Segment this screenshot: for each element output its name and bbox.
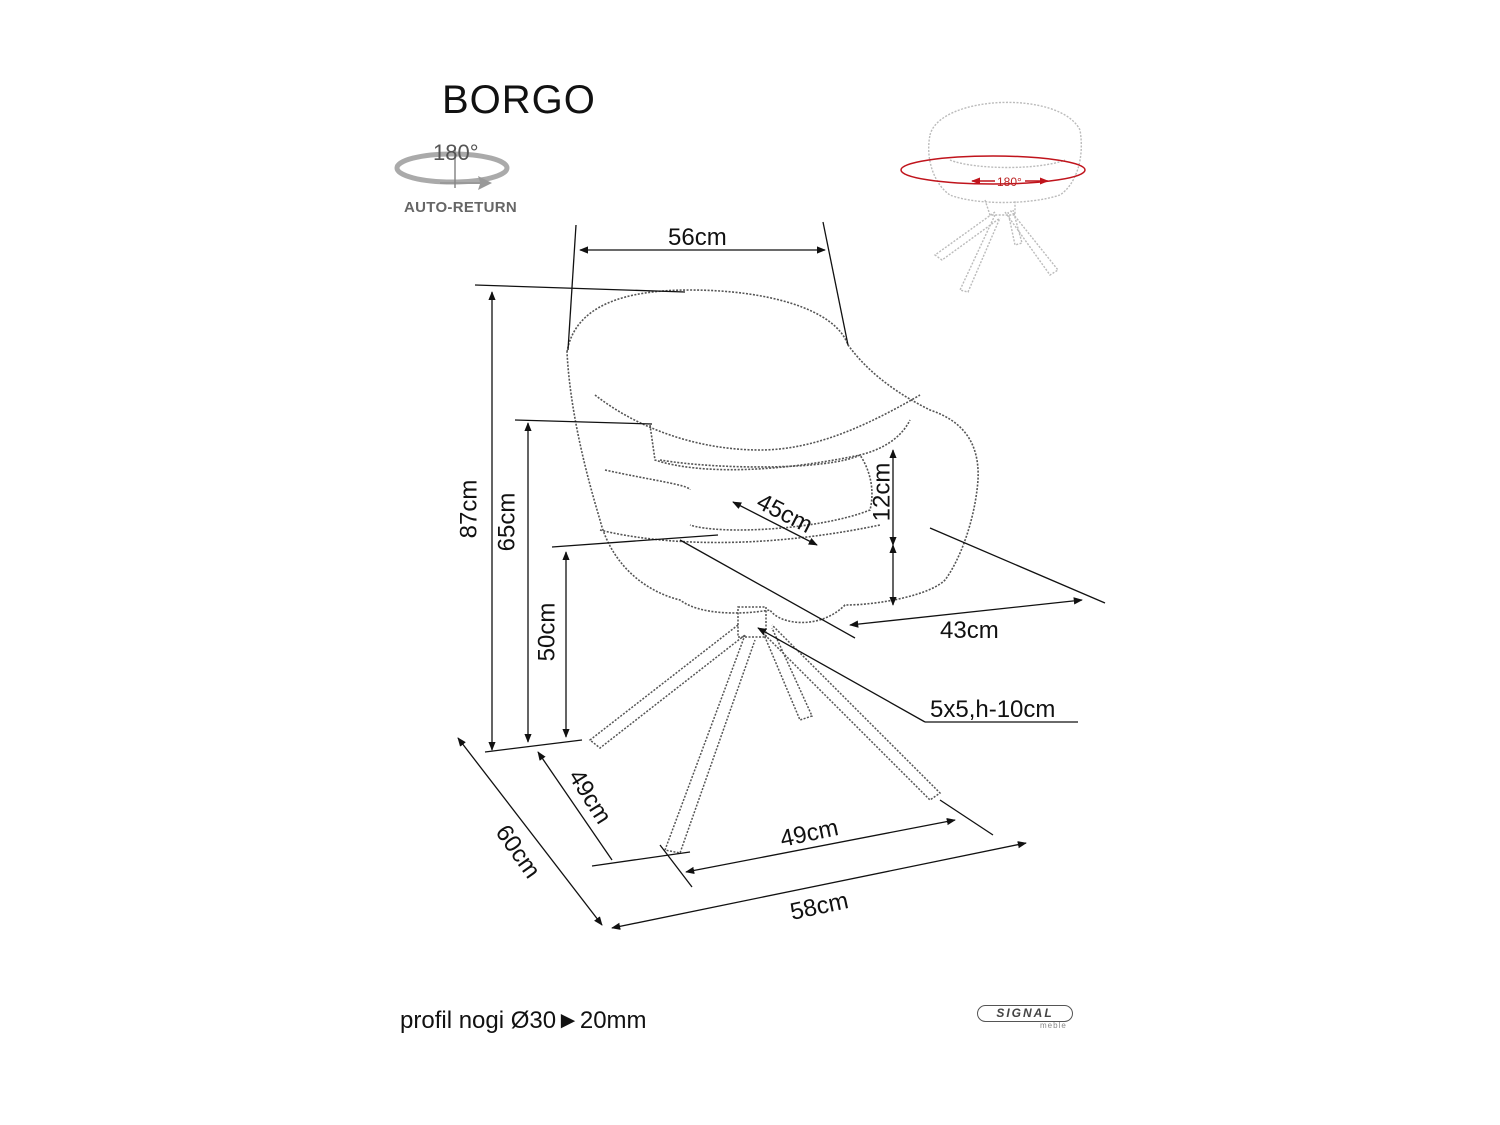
dim-seat-height: 50cm	[533, 602, 561, 662]
product-title: BORGO	[442, 78, 596, 122]
chair-legs	[588, 606, 942, 854]
preview-chair	[928, 101, 1082, 293]
auto-return-label: AUTO-RETURN	[404, 199, 518, 216]
dim-armrest-gap: 12cm	[868, 462, 896, 522]
brand-name: SIGNAL	[996, 1006, 1054, 1020]
preview-rotation-degrees: 180°	[997, 175, 1022, 189]
dim-base-plate: 5x5,h-10cm	[930, 696, 1056, 723]
dimension-lines	[457, 221, 1106, 930]
dim-total-height: 87cm	[455, 479, 483, 539]
rotation-icon	[394, 150, 510, 190]
leg-profile-note: profil nogi Ø30►20mm	[400, 1007, 647, 1034]
rotation-degrees: 180°	[433, 140, 479, 165]
dim-top-width: 56cm	[668, 224, 727, 251]
brand-logo: SIGNAL	[977, 1005, 1073, 1022]
brand-subtitle: meble	[1040, 1021, 1067, 1030]
chair-outline	[566, 289, 979, 624]
preview-rotation-arrows	[900, 155, 1086, 185]
dim-armrest-height: 65cm	[493, 492, 521, 552]
dim-seat-width: 43cm	[940, 617, 999, 644]
